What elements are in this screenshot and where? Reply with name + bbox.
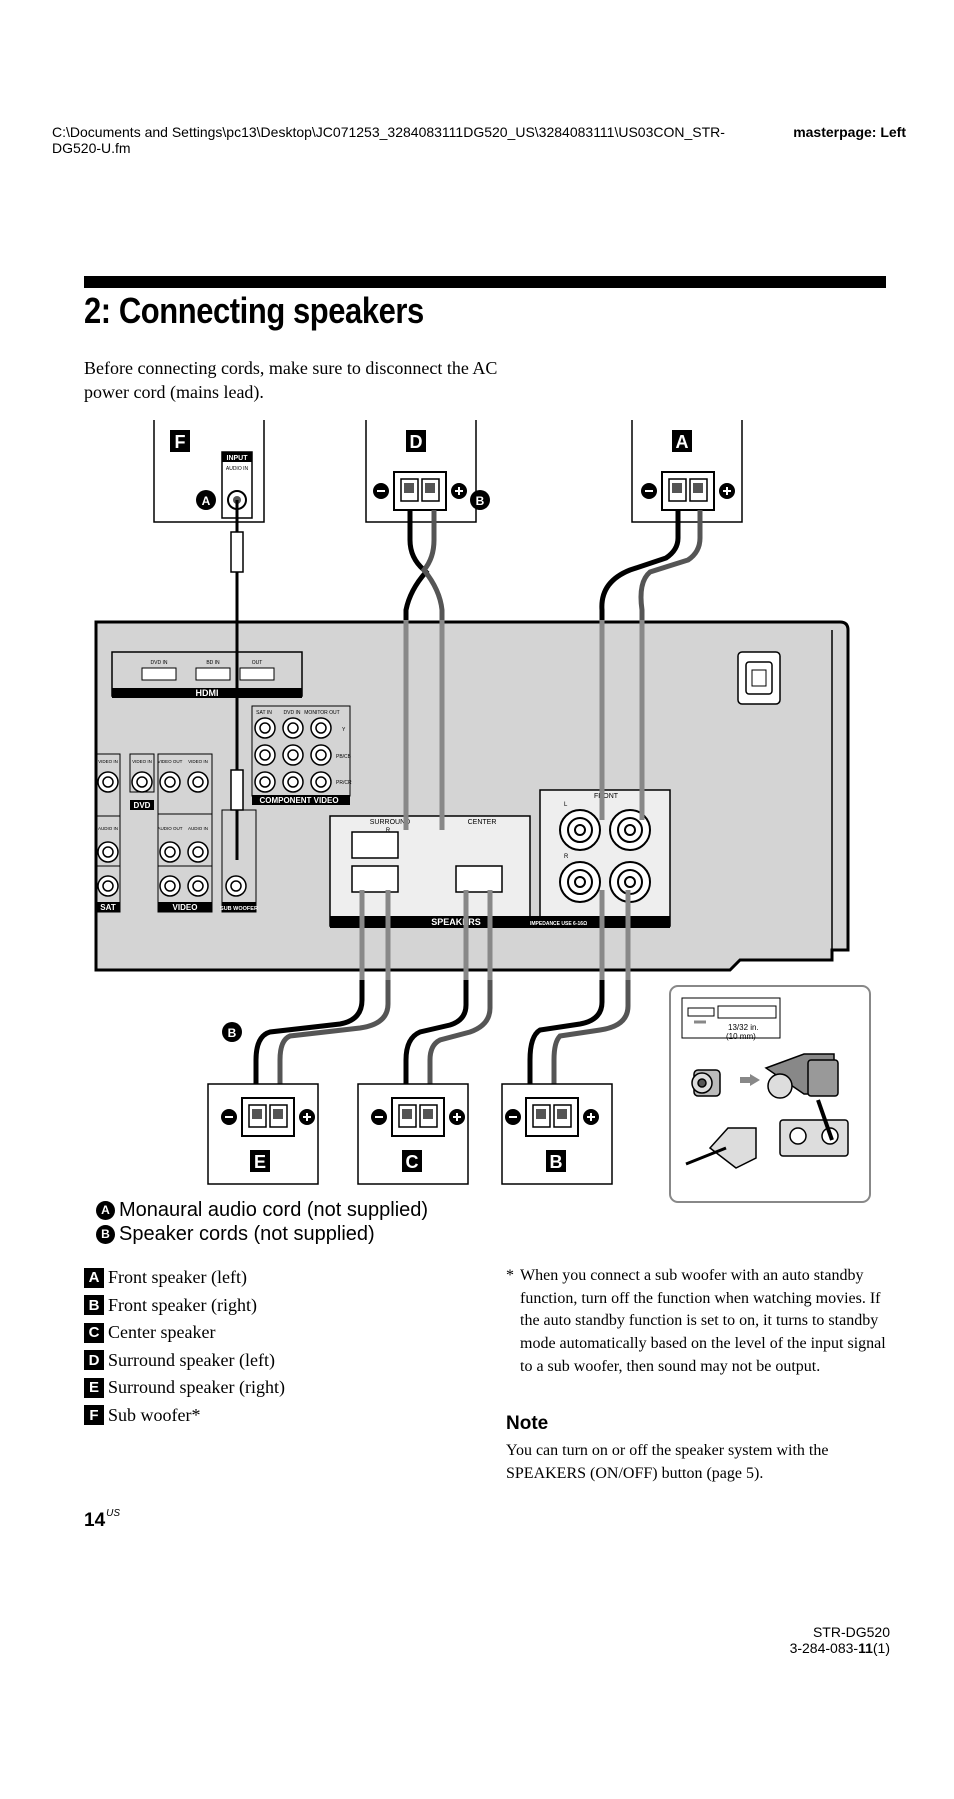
speaker-legend-text: Surround speaker (left): [108, 1349, 275, 1370]
pb-label: PB/CB: [336, 754, 352, 760]
surround-r-label: R: [386, 828, 391, 834]
cord-marker: A: [96, 1200, 115, 1220]
sat-audio-in-label: AUDIO IN: [98, 826, 118, 831]
speaker-legend-text: Surround speaker (right): [108, 1377, 285, 1397]
speaker-legend-text: Center speaker: [108, 1322, 216, 1342]
video-out-label: VIDEO OUT: [158, 759, 183, 764]
impedance-label: IMPEDANCE USE 6-16Ω: [530, 921, 587, 927]
hdmi-label: HDMI: [196, 688, 219, 698]
masterpage-label: masterpage: Left: [793, 124, 906, 140]
speaker-legend-text: Sub woofer*: [108, 1404, 201, 1425]
cord-legend-text: Speaker cords (not supplied): [119, 1223, 375, 1245]
sat-label: SAT: [100, 903, 116, 912]
speaker-legend-text: Front speaker (right): [108, 1294, 257, 1315]
surround-label: SURROUND: [370, 819, 410, 826]
file-path-header: C:\Documents and Settings\pc13\Desktop\J…: [52, 124, 725, 156]
model-name: STR-DG520: [812, 1624, 890, 1640]
input-label: INPUT: [227, 455, 249, 462]
video-label: VIDEO: [173, 903, 198, 912]
speaker-letter-a: A: [676, 432, 689, 452]
video-in-label: VIDEO IN: [98, 759, 118, 764]
speakers-label: SPEAKERS: [431, 917, 481, 927]
speaker-marker: C: [84, 1322, 104, 1343]
cord-marker-b-top: B: [476, 494, 485, 508]
intro-text: Before connecting cords, make sure to di…: [84, 358, 498, 402]
speaker-marker: B: [84, 1295, 104, 1316]
dvd-label: DVD: [134, 801, 151, 810]
component-video-label: COMPONENT VIDEO: [259, 796, 338, 805]
center-label: CENTER: [468, 819, 497, 826]
cord-marker: B: [96, 1224, 115, 1244]
speaker-letter-b: B: [550, 1152, 563, 1172]
note-heading: Note: [506, 1413, 549, 1434]
cord-marker-a: A: [202, 494, 211, 508]
front-label: FRONT: [594, 793, 619, 800]
speaker-connection-diagram: HDMI DVD IN BD IN OUT COMPONENT VIDEO SA…: [94, 420, 871, 1203]
model-code: 3-284-083-11(1): [790, 1640, 890, 1656]
hdmi-dvd-in-label: DVD IN: [151, 660, 168, 666]
page-title: 2: Connecting speakers: [84, 290, 424, 331]
audio-in-label: AUDIO IN: [188, 826, 208, 831]
monitor-out-label: MONITOR OUT: [304, 710, 339, 716]
pr-label: PR/CR: [336, 780, 352, 786]
speaker-letter-d: D: [410, 432, 423, 452]
title-rule: [84, 276, 886, 288]
dvd-video-in-label: VIDEO IN: [132, 759, 152, 764]
speaker-marker: A: [84, 1267, 104, 1288]
model-info: STR-DG520 3-284-083-11(1): [790, 1624, 890, 1656]
page-number-suffix: US: [106, 1508, 121, 1519]
audio-out-label: AUDIO OUT: [157, 826, 182, 831]
strip-mm-label: (10 mm): [726, 1032, 756, 1041]
y-label: Y: [342, 727, 346, 733]
speaker-letter-f: F: [175, 432, 186, 452]
model-code-suffix: (1): [872, 1640, 890, 1656]
footnote-text: When you connect a sub woofer with an au…: [520, 1267, 886, 1375]
note-body: You can turn on or off the speaker syste…: [506, 1442, 829, 1482]
cord-marker-b-bottom: B: [228, 1026, 237, 1040]
hdmi-out-label: OUT: [252, 660, 263, 666]
page-number: 14US: [84, 1508, 121, 1532]
sub-woofer-label: SUB WOOFER: [220, 906, 258, 912]
strip-length-label: 13/32 in.: [728, 1023, 759, 1032]
sub-woofer-footnote: * When you connect a sub woofer with an …: [506, 1265, 890, 1379]
footnote-mark: *: [506, 1267, 514, 1284]
cord-legend-text: Monaural audio cord (not supplied): [119, 1199, 429, 1221]
speaker-marker: E: [84, 1377, 104, 1398]
front-l-label: L: [564, 802, 568, 808]
speaker-marker: F: [84, 1405, 104, 1426]
sat-in-label: SAT IN: [256, 710, 272, 716]
hdmi-bd-in-label: BD IN: [206, 660, 220, 666]
dvd-in-label: DVD IN: [284, 710, 301, 716]
speaker-marker: D: [84, 1350, 104, 1371]
speaker-letter-c: C: [406, 1152, 419, 1172]
speaker-legend-text: Front speaker (left): [108, 1267, 247, 1287]
model-code-bold: 11: [858, 1640, 873, 1656]
video-in2-label: VIDEO IN: [188, 759, 208, 764]
speaker-letter-e: E: [254, 1152, 266, 1172]
front-r-label: R: [564, 854, 569, 860]
model-code-prefix: 3-284-083-: [789, 1640, 859, 1656]
sw-audio-in-label: AUDIO IN: [226, 466, 249, 472]
page-number-value: 14: [84, 1510, 106, 1531]
